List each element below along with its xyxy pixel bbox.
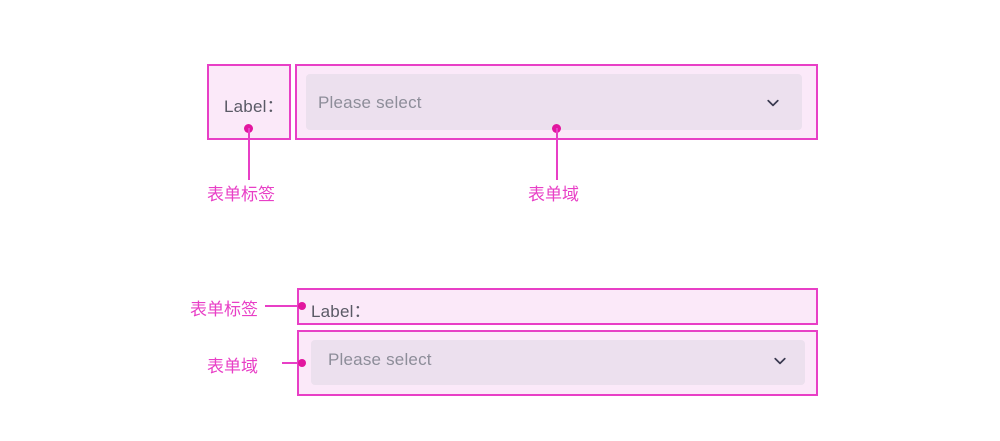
vertical-label-text: Label： bbox=[311, 302, 371, 321]
horizontal-label-callout-line bbox=[248, 128, 250, 180]
vertical-label-callout-dot bbox=[298, 302, 306, 310]
chevron-down-icon[interactable] bbox=[772, 353, 788, 369]
vertical-select-control[interactable] bbox=[311, 340, 805, 385]
horizontal-label-text: Label： bbox=[224, 97, 284, 116]
horizontal-field-callout-text: 表单域 bbox=[528, 185, 579, 205]
vertical-field-callout-dot bbox=[298, 359, 306, 367]
horizontal-select-control[interactable] bbox=[306, 74, 802, 130]
vertical-label-callout-text: 表单标签 bbox=[190, 300, 258, 320]
horizontal-select-placeholder: Please select bbox=[318, 93, 422, 112]
vertical-field-callout-line bbox=[282, 362, 301, 364]
vertical-field-callout-text: 表单域 bbox=[207, 357, 258, 377]
vertical-select-placeholder: Please select bbox=[328, 350, 432, 369]
vertical-label-callout-line bbox=[265, 305, 301, 307]
chevron-down-icon[interactable] bbox=[765, 95, 781, 111]
horizontal-label-callout-text: 表单标签 bbox=[207, 185, 275, 205]
horizontal-field-callout-line bbox=[556, 128, 558, 180]
vertical-label-box bbox=[297, 288, 818, 325]
